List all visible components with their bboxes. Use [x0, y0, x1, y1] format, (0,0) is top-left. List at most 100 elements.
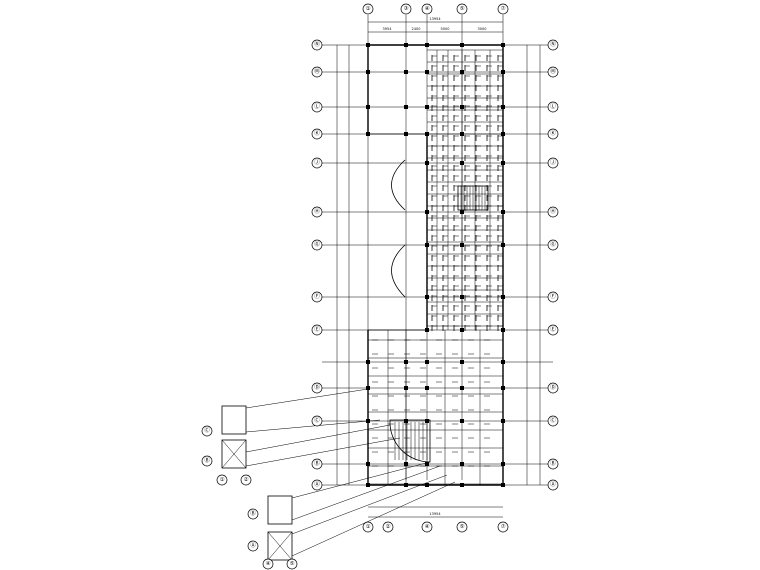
column-8 [460, 70, 464, 74]
detail-1b-diag-2 [221, 439, 247, 469]
column-37 [425, 360, 429, 364]
column-43 [460, 386, 464, 390]
detail1-col-2-bubble [240, 474, 252, 486]
top-axis-1-bubble [400, 3, 412, 15]
column-21 [460, 161, 464, 165]
column-30 [460, 295, 464, 299]
curved-hatch-area [389, 419, 431, 463]
detail1-col-2-label: ② [244, 476, 249, 483]
top-axis-0-bubble [362, 3, 374, 15]
dim-top-3: 3000 [478, 27, 487, 31]
top-axis-3-label: ⑤ [460, 6, 465, 12]
top-axis-0-label: ① [366, 6, 371, 12]
detail2-axis-b-bubble [247, 508, 259, 520]
left-axis-10-bubble [311, 415, 323, 427]
column-50 [366, 462, 370, 466]
dim-top-1: 2400 [412, 27, 421, 31]
right-axis-1-label: Ⓜ [550, 67, 556, 75]
arc-balcony-1 [391, 159, 406, 211]
dim-top-2: 5000 [441, 27, 450, 31]
column-38 [460, 360, 464, 364]
bottom-axis-1-label: ② [386, 523, 391, 530]
left-axis-8-bubble [311, 324, 323, 336]
column-10 [366, 105, 370, 109]
column-41 [404, 386, 408, 390]
detail-2b-diag-2 [267, 531, 293, 561]
right-axis-7-label: Ⓕ [550, 292, 556, 300]
detail-box-1a [221, 405, 247, 435]
column-59 [501, 483, 505, 487]
detail-box-1b [221, 439, 247, 469]
detail2-col-5-label: ⑤ [290, 561, 295, 567]
right-axis-10-bubble [547, 415, 559, 427]
column-47 [425, 419, 429, 423]
column-51 [404, 462, 408, 466]
column-0 [366, 43, 370, 47]
column-5 [366, 70, 370, 74]
column-44 [501, 386, 505, 390]
leader-line-2 [245, 424, 391, 453]
arc-balcony-2 [391, 244, 406, 298]
column-56 [404, 483, 408, 487]
left-axis-2-label: Ⓛ [314, 102, 320, 110]
left-axis-0-label: Ⓝ [314, 40, 320, 48]
left-axis-4-label: Ⓙ [314, 158, 320, 166]
right-axis-4-label: Ⓙ [550, 158, 556, 166]
column-53 [460, 462, 464, 466]
right-axis-6-bubble [547, 239, 559, 251]
column-25 [501, 210, 505, 214]
detail1-axis-b-bubble [201, 455, 213, 467]
column-22 [501, 161, 505, 165]
top-axis-1-label: ③ [404, 6, 409, 12]
left-axis-6-bubble [311, 239, 323, 251]
right-axis-7-bubble [547, 291, 559, 303]
top-axis-4-bubble [497, 3, 509, 15]
detail2-axis-a-bubble [247, 540, 259, 552]
left-axis-7-label: Ⓕ [314, 292, 320, 300]
detail2-col-4-label: ④ [266, 561, 271, 567]
column-27 [460, 243, 464, 247]
left-axis-4-bubble [311, 157, 323, 169]
column-54 [501, 462, 505, 466]
column-4 [501, 43, 505, 47]
left-axis-5-label: Ⓗ [314, 207, 320, 215]
left-axis-10-label: Ⓒ [314, 416, 320, 424]
bottom-axis-2-label: ④ [425, 524, 430, 530]
left-axis-12-label: Ⓐ [314, 480, 320, 488]
right-axis-8-bubble [547, 324, 559, 336]
bottom-axis-1-bubble [382, 521, 394, 533]
column-23 [425, 210, 429, 214]
detail1-col-1-bubble [216, 474, 228, 486]
left-axis-1-bubble [311, 66, 323, 78]
column-39 [501, 360, 505, 364]
right-axis-2-bubble [547, 101, 559, 113]
right-axis-12-label: Ⓐ [550, 480, 556, 488]
column-55 [366, 483, 370, 487]
leader-line-1 [245, 419, 381, 433]
leader-line-5 [291, 465, 441, 521]
column-14 [501, 105, 505, 109]
left-axis-3-bubble [311, 128, 323, 140]
detail2-axis-a-label: Ⓐ [250, 541, 256, 549]
leader-line-3 [245, 437, 401, 467]
column-35 [366, 360, 370, 364]
right-axis-1-bubble [547, 66, 559, 78]
column-58 [460, 483, 464, 487]
column-33 [460, 328, 464, 332]
top-axis-2-label: ④ [425, 6, 430, 12]
leader-line-4 [291, 461, 431, 499]
column-52 [425, 462, 429, 466]
column-3 [460, 43, 464, 47]
detail2-col-4-bubble [262, 558, 274, 570]
left-axis-12-bubble [311, 479, 323, 491]
detail1-col-1-label: ① [220, 477, 225, 483]
leader-line-0 [245, 388, 369, 409]
left-axis-2-bubble [311, 101, 323, 113]
detail-box-2b [267, 531, 293, 561]
right-axis-9-bubble [547, 382, 559, 394]
bottom-axis-2-bubble [421, 521, 433, 533]
right-axis-2-label: Ⓛ [550, 102, 556, 110]
column-19 [501, 132, 505, 136]
